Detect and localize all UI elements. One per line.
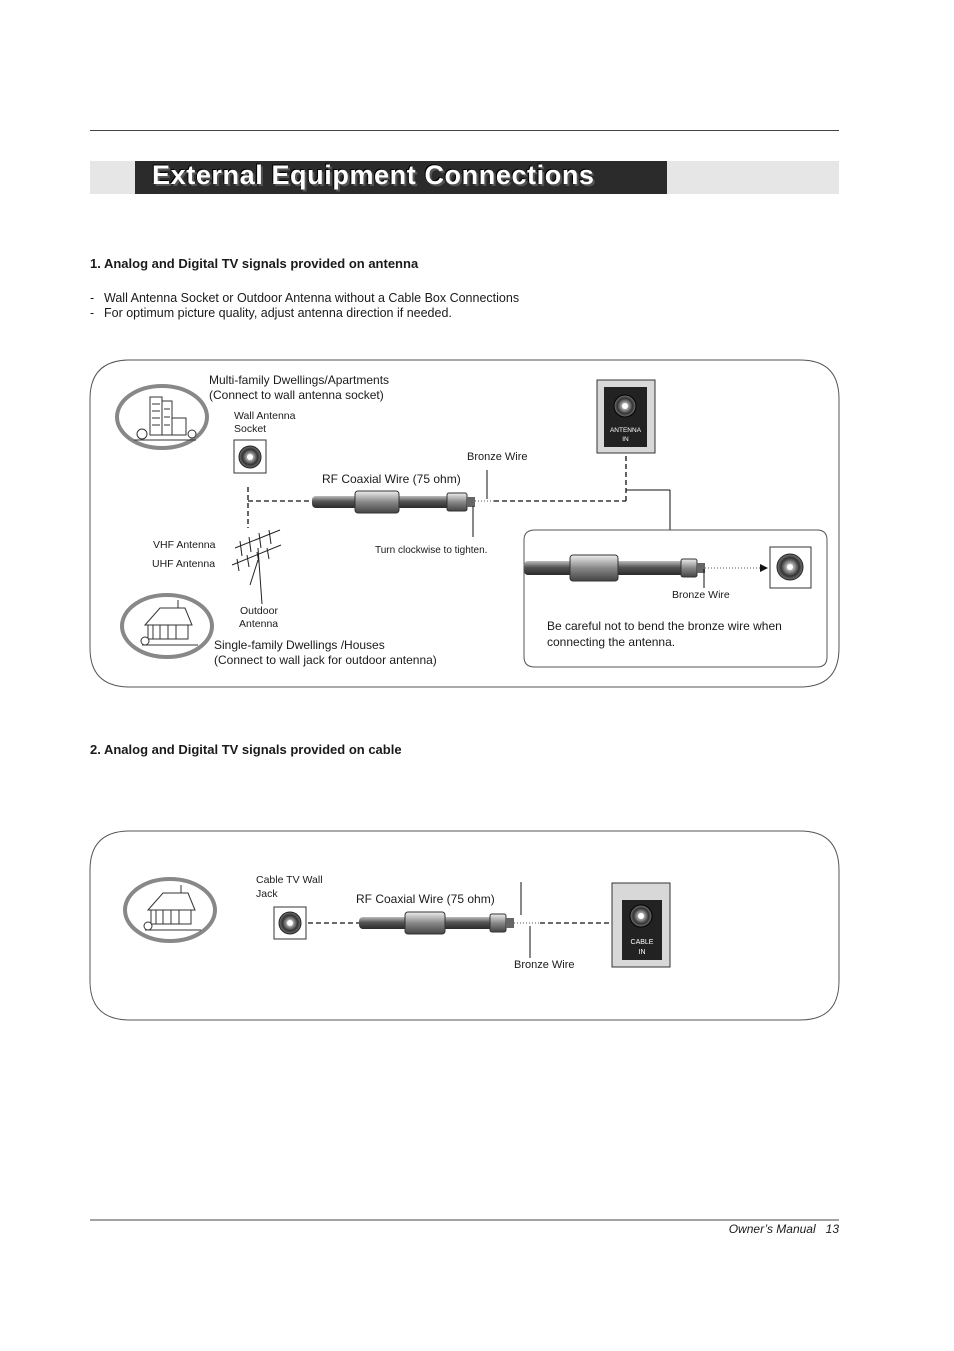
apartment-icon: [115, 384, 209, 450]
bronze-wire-label-2: Bronze Wire: [514, 959, 575, 971]
cable-in-label-1: CABLE: [630, 939, 654, 946]
caution-label-1: Be careful not to bend the bronze wire w…: [547, 619, 782, 633]
multifamily-label-2: (Connect to wall antenna socket): [209, 388, 384, 402]
section1-frame: [89, 359, 840, 688]
antenna-in-label-2: IN: [622, 436, 629, 443]
turn-clockwise-label: Turn clockwise to tighten.: [375, 545, 488, 556]
antenna-in-label-1: ANTENNA: [609, 427, 642, 434]
cable-in-panel: [611, 882, 671, 968]
bullet-text: For optimum picture quality, adjust ante…: [104, 306, 452, 320]
cable-tv-wall-jack: [273, 906, 307, 940]
house-icon-2: [123, 877, 217, 943]
bullet-text: Wall Antenna Socket or Outdoor Antenna w…: [104, 291, 520, 305]
cable-in-label-2: IN: [638, 949, 646, 956]
rf-coax-cable-2: [359, 911, 620, 935]
page-footer: Owner’s Manual 13: [728, 1222, 839, 1236]
house-icon-1: [120, 593, 214, 659]
singlefamily-label-2: (Connect to wall jack for outdoor antenn…: [214, 653, 437, 667]
cable-wall-jack-label-2: Jack: [256, 888, 278, 900]
title-box: [135, 161, 667, 194]
rf-coax-label-1: RF Coaxial Wire (75 ohm): [322, 472, 461, 486]
page-title: External Equipment Connections: [152, 160, 595, 190]
wall-antenna-socket: [233, 439, 267, 474]
wall-socket-label-2: Socket: [234, 423, 267, 435]
inset-bronze-wire-label: Bronze Wire: [672, 589, 730, 601]
bronze-wire-label-1: Bronze Wire: [467, 451, 528, 463]
top-rule: [90, 130, 839, 131]
outdoor-antenna-label-1: Outdoor: [240, 605, 278, 617]
singlefamily-label-1: Single-family Dwellings /Houses: [214, 638, 385, 652]
antenna-in-panel: [596, 379, 656, 454]
caution-label-2: connecting the antenna.: [547, 635, 676, 649]
section2-frame: [89, 830, 840, 1021]
cable-wall-jack-label-1: Cable TV Wall: [256, 874, 323, 886]
outdoor-antenna-label-2: Antenna: [239, 618, 279, 630]
wall-socket-label-1: Wall Antenna: [234, 410, 296, 422]
vhf-antenna-label: VHF Antenna: [153, 539, 216, 551]
section1-bullet-2: -For optimum picture quality, adjust ant…: [90, 306, 452, 320]
inset-detail: [523, 529, 828, 668]
rf-coax-label-2: RF Coaxial Wire (75 ohm): [356, 892, 495, 906]
section1-heading: 1. Analog and Digital TV signals provide…: [90, 256, 419, 271]
section2-heading: 2. Analog and Digital TV signals provide…: [90, 742, 402, 757]
uhf-antenna-label: UHF Antenna: [152, 558, 216, 570]
multifamily-label-1: Multi-family Dwellings/Apartments: [209, 373, 390, 387]
outdoor-antenna-icon: [231, 529, 282, 605]
section1-bullet-1: -Wall Antenna Socket or Outdoor Antenna …: [90, 291, 520, 305]
rf-coax-cable-1: [312, 490, 494, 514]
